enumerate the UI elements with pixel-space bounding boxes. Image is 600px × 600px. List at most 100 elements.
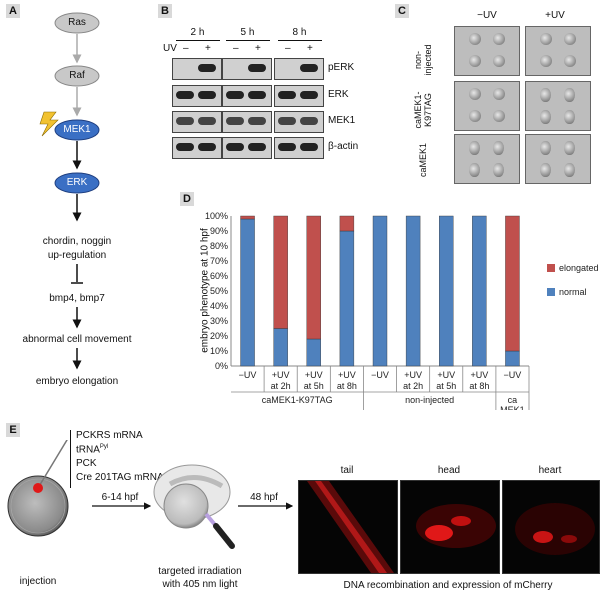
embryo bbox=[564, 88, 575, 102]
embryo bbox=[493, 141, 504, 155]
y-tick-label: 70% bbox=[210, 256, 228, 266]
chart-y-label: embryo phenotype at 10 hpf bbox=[199, 228, 211, 353]
row-label-camek1: caMEK1 bbox=[418, 143, 428, 178]
time-8h-rule bbox=[278, 40, 322, 41]
x-tick-label: at 5h bbox=[304, 381, 324, 391]
embryo bbox=[469, 88, 481, 100]
group-label: caMEK1-K97TAG bbox=[262, 395, 333, 405]
embryo bbox=[564, 110, 575, 124]
embryo bbox=[564, 141, 575, 155]
x-tick-label: −UV bbox=[371, 370, 389, 380]
light-probe bbox=[213, 523, 235, 549]
step-bmp: bmp4, bmp7 bbox=[49, 293, 105, 304]
col-label-plus-uv: +UV bbox=[545, 10, 565, 21]
list-item-cre: Cre 201TAG mRNA bbox=[76, 472, 164, 483]
y-tick-label: 50% bbox=[210, 286, 228, 296]
arrow-label-48hpf: 48 hpf bbox=[250, 492, 278, 503]
fluor-image-head bbox=[400, 480, 500, 574]
embryo bbox=[540, 110, 551, 124]
y-tick-label: 80% bbox=[210, 241, 228, 251]
embryo bbox=[564, 163, 575, 177]
col-label-minus-uv: −UV bbox=[477, 10, 497, 21]
fluor-image-heart bbox=[502, 480, 600, 574]
embryo bbox=[564, 55, 576, 67]
embryo bbox=[540, 163, 551, 177]
row-label-actin: β-actin bbox=[328, 141, 359, 152]
ras-label: Ras bbox=[68, 17, 86, 28]
row-label-mek1: MEK1 bbox=[328, 115, 356, 126]
x-tick-label: at 5h bbox=[436, 381, 456, 391]
bar-normal bbox=[273, 328, 288, 367]
time-2h-rule bbox=[176, 40, 220, 41]
embryo bbox=[493, 110, 505, 122]
panel-label-d: D bbox=[180, 192, 194, 206]
embryo-image-camek1-minus-uv bbox=[454, 134, 520, 184]
caption-irradiation-1: targeted irradiation bbox=[158, 566, 242, 577]
y-tick-label: 10% bbox=[210, 346, 228, 356]
heart-signal bbox=[533, 531, 553, 543]
list-item-pck: PCK bbox=[76, 458, 97, 469]
x-tick-label: +UV bbox=[305, 370, 323, 380]
red-bolus bbox=[33, 483, 43, 493]
embryo-image-camek1-plus-uv bbox=[525, 134, 591, 184]
legend-label-normal: normal bbox=[559, 287, 587, 297]
step-upregulation: up-regulation bbox=[47, 250, 107, 261]
embryo bbox=[469, 163, 480, 177]
panel-label-e: E bbox=[6, 423, 20, 437]
y-tick-label: 90% bbox=[210, 226, 228, 236]
bar-elongated bbox=[273, 215, 288, 329]
fluor-label-head: head bbox=[437, 465, 461, 476]
plus-8h: + bbox=[307, 43, 313, 54]
x-tick-label: +UV bbox=[437, 370, 455, 380]
ras-node bbox=[54, 12, 100, 34]
y-tick-label: 60% bbox=[210, 271, 228, 281]
x-tick-label: −UV bbox=[504, 370, 522, 380]
minus-5h: – bbox=[233, 43, 239, 54]
panel-label-a: A bbox=[6, 4, 20, 18]
bar-elongated bbox=[306, 215, 321, 340]
step-cell-movement: abnormal cell movement bbox=[22, 334, 132, 345]
lightning-bolt-icon bbox=[39, 111, 59, 137]
embryo bbox=[540, 55, 552, 67]
y-tick-label: 30% bbox=[210, 316, 228, 326]
bar-normal bbox=[405, 215, 421, 367]
x-tick-label: at 8h bbox=[469, 381, 489, 391]
embryo bbox=[540, 33, 552, 45]
heart-signal-2 bbox=[561, 535, 577, 543]
bar-elongated bbox=[339, 215, 355, 232]
bar-elongated bbox=[240, 215, 255, 220]
x-tick-label: +UV bbox=[338, 370, 356, 380]
y-tick-label: 40% bbox=[210, 301, 228, 311]
list-bracket bbox=[70, 430, 71, 488]
legend-swatch-normal bbox=[547, 288, 555, 296]
step-elongation: embryo elongation bbox=[35, 376, 119, 387]
embryo bbox=[540, 88, 551, 102]
head-signal bbox=[425, 525, 453, 541]
bar-normal bbox=[439, 215, 454, 367]
caption-injection: injection bbox=[19, 576, 57, 587]
group-label: non-injected bbox=[405, 395, 454, 405]
workflow-illustration bbox=[7, 440, 294, 549]
embryo bbox=[469, 110, 481, 122]
x-tick-label: at 2h bbox=[403, 381, 423, 391]
heart-tissue bbox=[515, 503, 595, 555]
legend-label-elongated: elongated bbox=[559, 263, 599, 273]
bar-normal bbox=[339, 230, 355, 367]
panel-label-c: C bbox=[395, 4, 409, 18]
bar-normal bbox=[240, 218, 255, 367]
caption-dna-recombination: DNA recombination and expression of mChe… bbox=[343, 580, 553, 591]
phenotype-chart: 0%10%20%30%40%50%60%70%80%90%100%−UV+UVa… bbox=[205, 211, 599, 410]
head-tissue bbox=[416, 504, 496, 548]
fluor-label-tail: tail bbox=[340, 465, 354, 476]
row-label-camek1-k97tag: caMEK1- K97TAG bbox=[413, 91, 433, 129]
embryo-image-camek1-k97tag-plus-uv bbox=[525, 81, 591, 131]
group-label: ca bbox=[508, 395, 518, 405]
y-tick-label: 20% bbox=[210, 331, 228, 341]
embryo bbox=[469, 141, 480, 155]
plus-5h: + bbox=[255, 43, 261, 54]
caption-irradiation-2: with 405 nm light bbox=[162, 579, 238, 590]
yolk bbox=[163, 483, 209, 529]
minus-2h: – bbox=[183, 43, 189, 54]
embryo bbox=[493, 55, 505, 67]
